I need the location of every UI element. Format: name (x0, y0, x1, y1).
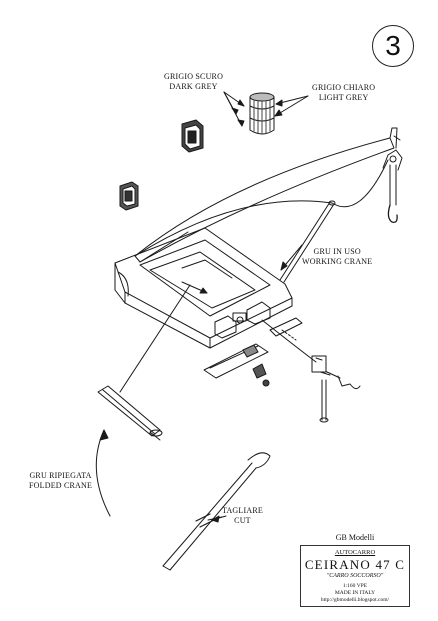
mast-working (279, 200, 336, 283)
cut-label-it: TAGLIARE (222, 506, 263, 515)
brand-name: GB Modelli (335, 533, 375, 542)
boom-support-line (134, 159, 389, 263)
folded-leader-line (119, 284, 191, 393)
bed-pointer-arrow (199, 287, 208, 294)
dark-grey-label-it: GRIGIO SCURO (164, 72, 224, 81)
working-crane-label: GRU IN USO WORKING CRANE (302, 247, 372, 267)
title-block: GB Modelli AUTOCARRO CEIRANO 47 C "CARRO… (300, 533, 410, 607)
vehicle-type: AUTOCARRO (334, 549, 376, 556)
rear-rail-parts (203, 317, 303, 387)
working-crane-label-it: GRU IN USO (313, 247, 361, 256)
model-variant: "CARRO SOCCORSO" (326, 573, 384, 579)
truck-bed (114, 227, 293, 349)
scale-text: 1:160 VPE (342, 583, 368, 589)
detached-crane-arm (162, 452, 271, 571)
crane-boom (134, 127, 401, 263)
dark-grey-label-en: DARK GREY (169, 82, 218, 91)
folded-crane-label-it: GRU RIPIEGATA (29, 471, 92, 480)
dark-grey-leader-arrows (223, 91, 245, 127)
cut-label-en: CUT (234, 516, 251, 525)
folded-crane-label: GRU RIPIEGATA FOLDED CRANE (29, 471, 92, 491)
step-number: 3 (385, 30, 401, 61)
light-grey-label: GRIGIO CHIARO LIGHT GREY (312, 83, 375, 103)
bracket-part (119, 181, 139, 211)
folded-crane-label-en: FOLDED CRANE (29, 481, 93, 490)
folded-crane-part (97, 385, 163, 441)
model-name: CEIRANO 47 C (304, 557, 406, 572)
winch-crank-assembly (261, 319, 361, 423)
light-grey-label-en: LIGHT GREY (318, 93, 369, 102)
dark-grey-label: GRIGIO SCURO DARK GREY (164, 72, 223, 92)
origin-text: MADE IN ITALY (334, 590, 376, 596)
light-grey-label-it: GRIGIO CHIARO (312, 83, 376, 92)
winch-drum (249, 92, 275, 135)
cut-label: TAGLIARE CUT (222, 506, 263, 526)
crane-hook (382, 149, 403, 223)
website-url: http://gbmodelli.blogspot.com/ (320, 597, 390, 603)
toolbox-part (181, 119, 204, 153)
working-crane-label-en: WORKING CRANE (302, 257, 373, 266)
folded-arrow (95, 429, 111, 517)
light-grey-leader-arrows (274, 95, 309, 117)
step-number-badge: 3 (372, 25, 414, 67)
